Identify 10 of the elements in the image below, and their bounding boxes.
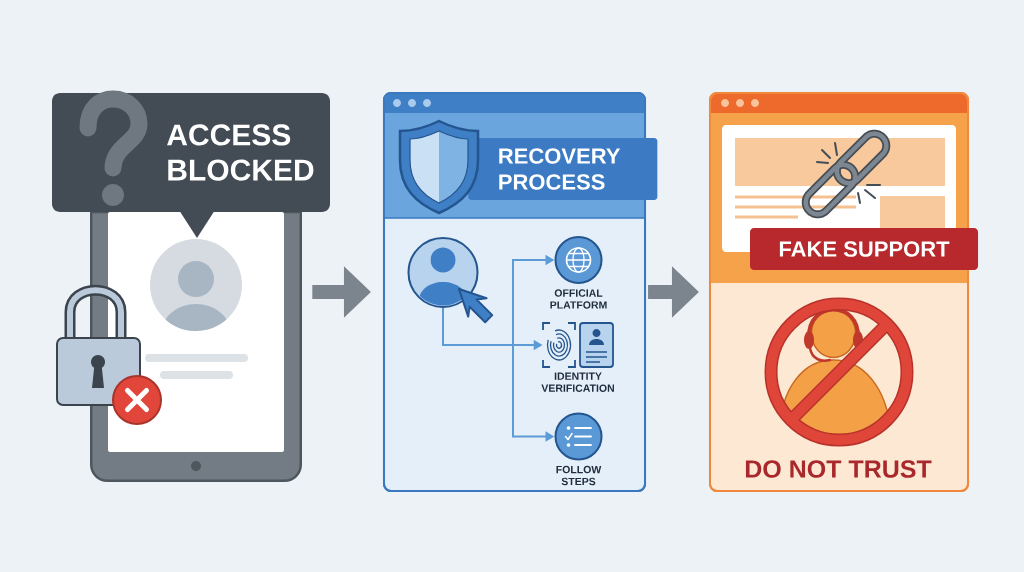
- step-label: FOLLOW STEPS: [556, 465, 602, 486]
- speech-bubble: ACCESS BLOCKED: [52, 93, 330, 238]
- step-label: OFFICIAL PLATFORM: [550, 289, 607, 309]
- warning-text: DO NOT TRUST: [745, 460, 932, 478]
- warning-banner: FAKE SUPPORT: [750, 228, 979, 270]
- step-label: IDENTITY VERIFICATION: [541, 372, 614, 392]
- user-avatar-icon: [407, 237, 479, 308]
- tablet-drawing: [90, 210, 302, 482]
- title-banner: RECOVERY PROCESS: [468, 138, 658, 200]
- connector-line: [442, 307, 514, 346]
